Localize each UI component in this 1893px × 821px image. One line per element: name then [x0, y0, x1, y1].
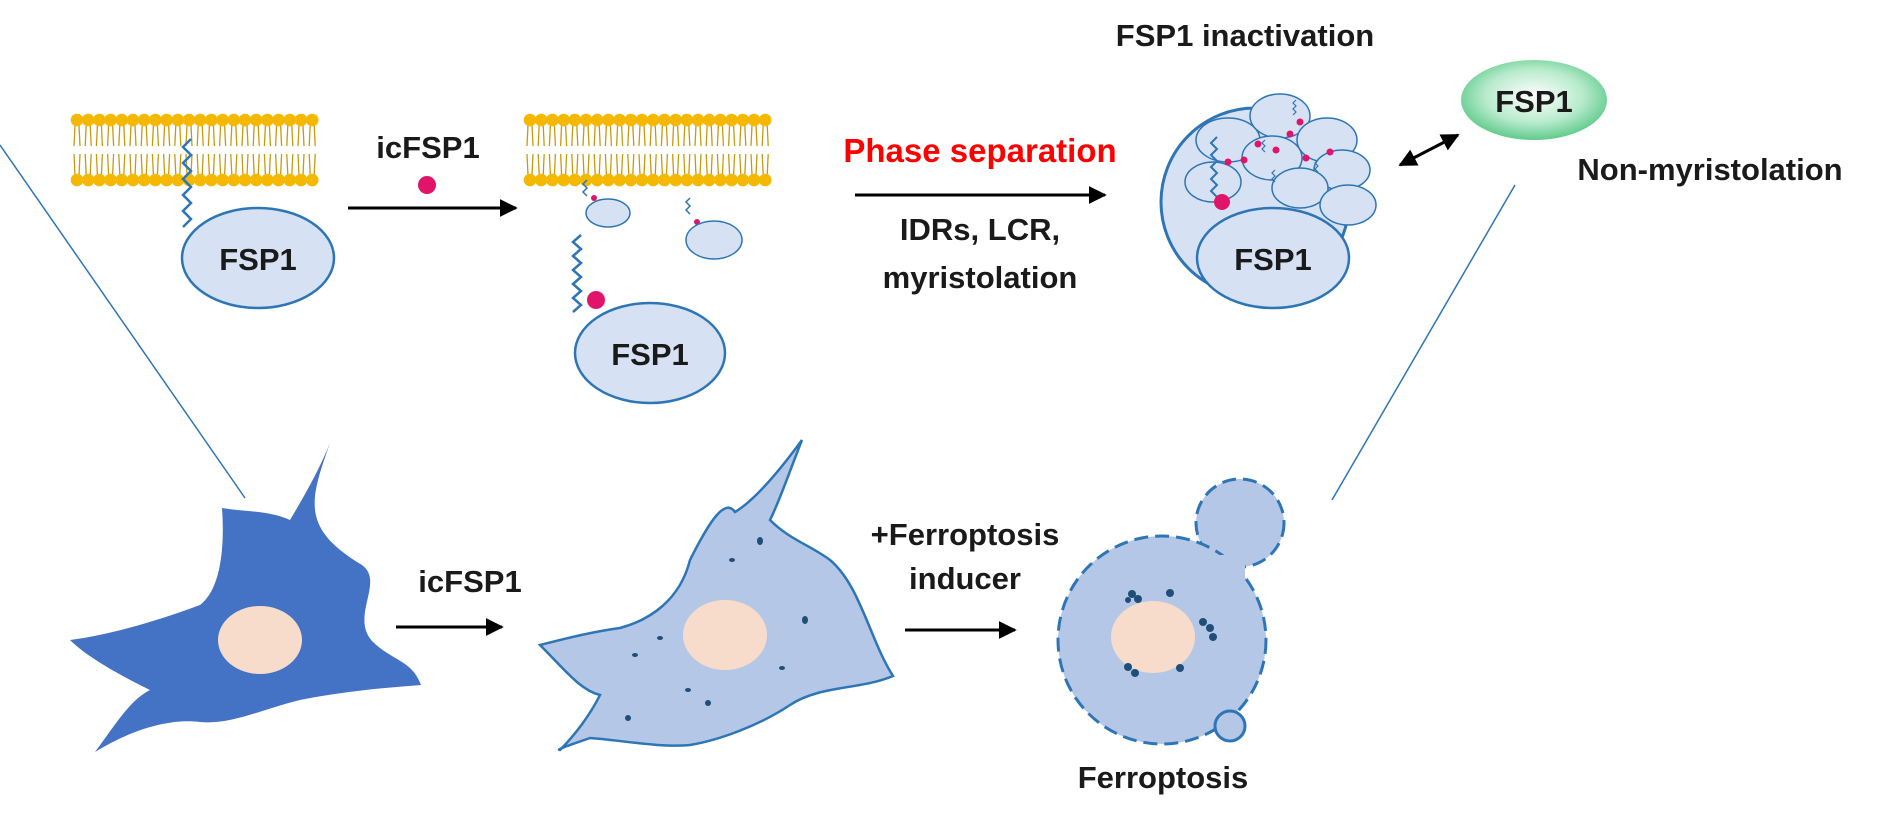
fsp1-puncta-treated [625, 537, 808, 721]
icfsp1-bound-icon [587, 291, 605, 309]
fsp1-small-b [685, 220, 743, 260]
fsp1-label-condensate: FSP1 [1234, 242, 1312, 277]
zoom-line-left [0, 144, 246, 499]
detached-anchor-a [581, 179, 589, 197]
fsp1-label-membrane: FSP1 [219, 242, 297, 277]
myristoyl-anchor-left [181, 138, 193, 228]
fsp1-inactivation-title: FSP1 inactivation [1116, 18, 1374, 53]
fsp1-protein-membrane [180, 206, 336, 310]
cell-healthy [70, 443, 421, 752]
ferroptosis-label: Ferroptosis [1078, 760, 1249, 795]
zoom-line-right [1331, 184, 1516, 501]
non-myristolation-label: Non-myristolation [1577, 152, 1842, 187]
mechanism-line1: IDRs, LCR, [900, 212, 1060, 247]
lipid-bilayer-middle [523, 113, 772, 187]
fsp1-label-bound: FSP1 [611, 337, 689, 372]
fsp1-small-a [585, 198, 631, 228]
ferroptosis-inducer-line2: inducer [909, 561, 1021, 596]
cell-treated [537, 439, 895, 752]
nucleus-healthy [218, 606, 302, 674]
nucleus-ferroptotic [1111, 601, 1195, 673]
fsp1-aggregates-ferroptotic [1124, 589, 1217, 677]
icfsp1-label-bottom: icFSP1 [418, 564, 521, 599]
fsp1-label-free: FSP1 [1495, 84, 1573, 119]
icfsp1-label-top: icFSP1 [376, 130, 479, 165]
detached-anchor-b [684, 197, 692, 215]
fsp1-free-protein [1461, 60, 1607, 140]
inhibitor-dot-a [591, 195, 597, 201]
fsp1-protein-bound [573, 301, 727, 405]
condensate-contents [1184, 93, 1377, 310]
lipid-bilayer-left [70, 113, 319, 187]
arrow-equilibrium [1398, 133, 1460, 167]
icfsp1-molecule-icon [418, 176, 436, 194]
phase-separation-label: Phase separation [843, 132, 1116, 169]
mechanism-line2: myristolation [883, 260, 1078, 295]
myristoyl-anchor-bound [571, 234, 583, 313]
nucleus-treated [683, 600, 767, 670]
ferroptosis-inducer-line1: +Ferroptosis [871, 517, 1060, 552]
